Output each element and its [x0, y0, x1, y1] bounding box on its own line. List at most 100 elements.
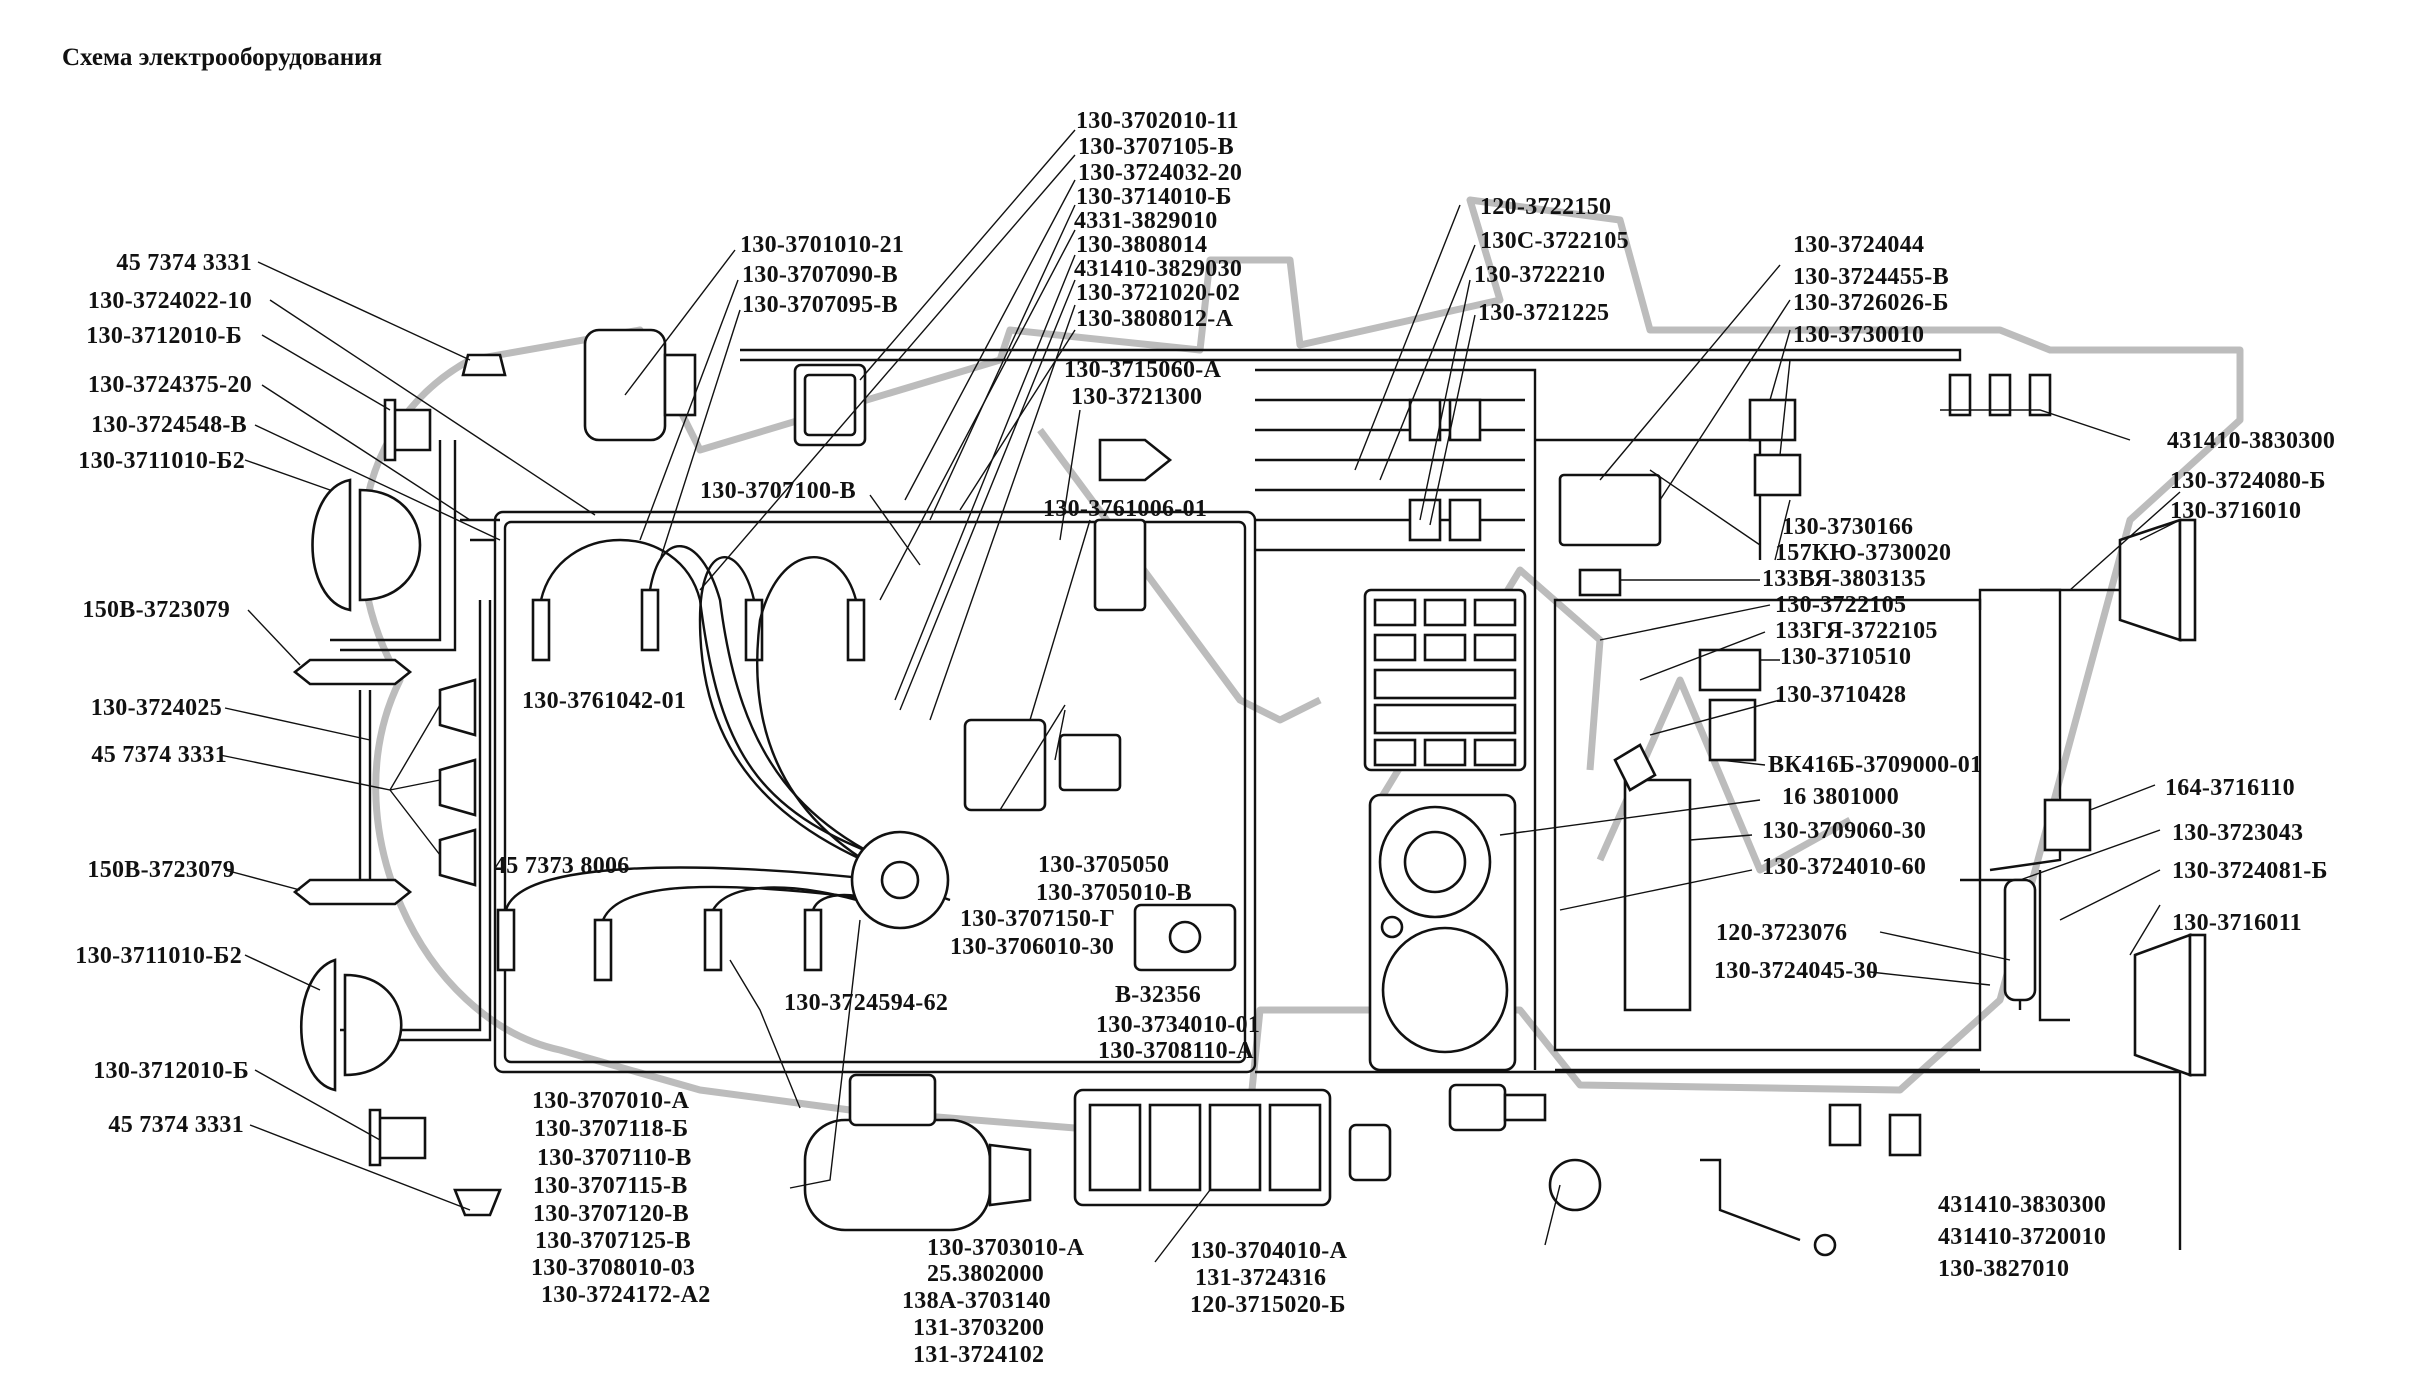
relay-box: [1093, 438, 1173, 612]
part-label: 130-3724045-30: [1714, 958, 1879, 984]
spark-plugs-lower: [496, 908, 823, 982]
part-label: 130-3730010: [1793, 322, 1925, 348]
switches-top: [1408, 398, 1482, 542]
sensors-top-right: [1948, 373, 2052, 417]
ignition-coil: [793, 363, 867, 447]
part-label: 431410-3720010: [1938, 1224, 2107, 1250]
voltage-regulator: [963, 718, 1047, 812]
part-label: 130-3724375-20: [87, 372, 252, 398]
part-label: 164-3716110: [2165, 775, 2295, 801]
part-label: 130-3724080-Б: [2170, 468, 2326, 494]
part-label: 133ГЯ-3722105: [1775, 618, 1938, 644]
part-label: 130-3726026-Б: [1793, 290, 1949, 316]
part-label: 130-3704010-А: [1190, 1238, 1348, 1264]
fuel-sensor: [1700, 1158, 1837, 1257]
part-label: 130-3707100-В: [700, 478, 856, 504]
instrument-cluster: [1368, 793, 1517, 1072]
part-label: 130-3734010-01: [1096, 1012, 1261, 1038]
part-label: 130-3761042-01: [522, 688, 687, 714]
part-label: 150В-3723079: [82, 597, 230, 623]
steering-column-switch: [1613, 743, 1692, 1012]
part-label: 130-3721020-02: [1076, 280, 1241, 306]
part-label: 130-3715060-А: [1064, 357, 1222, 383]
part-label: 130-3721225: [1478, 300, 1610, 326]
part-label: 120-3715020-Б: [1190, 1292, 1346, 1318]
part-label: 130-3707095-В: [742, 292, 898, 318]
part-label: 16 3801000: [1782, 784, 1899, 810]
part-label: 130-3709060-30: [1762, 818, 1927, 844]
part-label: 431410-3829030: [1074, 256, 1243, 282]
part-label: ВК416Б-3709000-01: [1768, 752, 1983, 778]
part-label: 130-3710428: [1775, 682, 1907, 708]
part-label: 130-3705050: [1038, 852, 1170, 878]
part-label: 133ВЯ-3803135: [1762, 566, 1927, 592]
part-label: 130-3707115-В: [533, 1173, 688, 1199]
part-label: 130-3714010-Б: [1076, 184, 1232, 210]
part-label: 130-3724025: [90, 695, 222, 721]
connector-blocks: [292, 658, 413, 906]
part-label: 131-3724102: [913, 1342, 1045, 1368]
ignition-switch: [1448, 1083, 1547, 1132]
part-label: 130-3724081-Б: [2172, 858, 2328, 884]
part-label: 130-3707120-В: [533, 1201, 689, 1227]
part-label: 431410-3830300: [1938, 1192, 2107, 1218]
part-label: 130-3703010-А: [927, 1235, 1085, 1261]
part-label: 130-3702010-11: [1076, 108, 1239, 134]
part-label: 130-3705010-В: [1036, 880, 1192, 906]
part-label: 130-3724594-62: [784, 990, 949, 1016]
part-label: 157КЮ-3730020: [1775, 540, 1952, 566]
part-label: 130-3708110-А: [1098, 1038, 1254, 1064]
part-label: 130-3707010-А: [532, 1088, 690, 1114]
part-label: 130-3711010-Б2: [75, 943, 242, 969]
ground-switch: [1348, 1123, 1392, 1182]
part-label: 120-3723076: [1716, 920, 1848, 946]
alternator-regulator: [1133, 903, 1237, 972]
distributor: [850, 830, 950, 930]
part-label: 130-3724455-В: [1793, 264, 1949, 290]
part-label: В-32356: [1115, 982, 1202, 1008]
part-label: 130-3721300: [1071, 384, 1203, 410]
part-label: 130-3707090-В: [742, 262, 898, 288]
part-label: 130-3716010: [2170, 498, 2302, 524]
headlight-top: [311, 478, 422, 612]
part-label: 45 7374 3331: [108, 1112, 244, 1138]
part-label: 130-3724548-В: [91, 412, 247, 438]
part-label: 45 7374 3331: [116, 250, 252, 276]
part-label: 130-3707125-В: [535, 1228, 691, 1254]
part-label: 130-3724010-60: [1762, 854, 1927, 880]
part-label: 130-3712010-Б: [86, 323, 242, 349]
part-label: 130-3724032-20: [1078, 160, 1243, 186]
rear-harness: [1960, 798, 2092, 1022]
part-label: 150В-3723079: [87, 857, 235, 883]
diagram-title: Схема электрооборудования: [62, 44, 383, 71]
dash-relays: [1558, 398, 1802, 762]
part-label: 130-3730166: [1782, 514, 1914, 540]
part-label: 130-3808014: [1076, 232, 1208, 258]
part-label: 130-3722105: [1775, 592, 1907, 618]
fuse-switch-panel: [1363, 588, 1527, 772]
part-label: 130-3827010: [1938, 1256, 2070, 1282]
commutator: [1058, 733, 1122, 792]
part-label: 131-3724316: [1195, 1265, 1327, 1291]
rear-lamp-top: [2118, 518, 2197, 642]
side-marker-lamps: [438, 353, 507, 1217]
part-label: 130-3707110-В: [537, 1145, 692, 1171]
part-label: 45 7373 8006: [494, 853, 630, 879]
generator: [583, 328, 697, 442]
part-label: 130-3808012-А: [1076, 306, 1234, 332]
part-label: 130-3724172-А2: [541, 1282, 711, 1308]
part-label: 130-3761006-01: [1043, 496, 1208, 522]
part-label: 130-3722210: [1474, 262, 1606, 288]
rear-sensors: [1828, 1103, 1922, 1157]
part-label: 130-3724044: [1793, 232, 1925, 258]
part-label: 131-3703200: [913, 1315, 1045, 1341]
part-label: 130-3716011: [2172, 910, 2302, 936]
part-label: 25.3802000: [927, 1261, 1044, 1287]
leader-lines: [219, 129, 2181, 1263]
rear-lamp-bottom: [2133, 933, 2207, 1077]
part-label: 120-3722150: [1480, 194, 1612, 220]
part-label: 431410-3830300: [2167, 428, 2336, 454]
starter: [803, 1073, 1032, 1232]
part-label: 130-3706010-30: [950, 934, 1115, 960]
